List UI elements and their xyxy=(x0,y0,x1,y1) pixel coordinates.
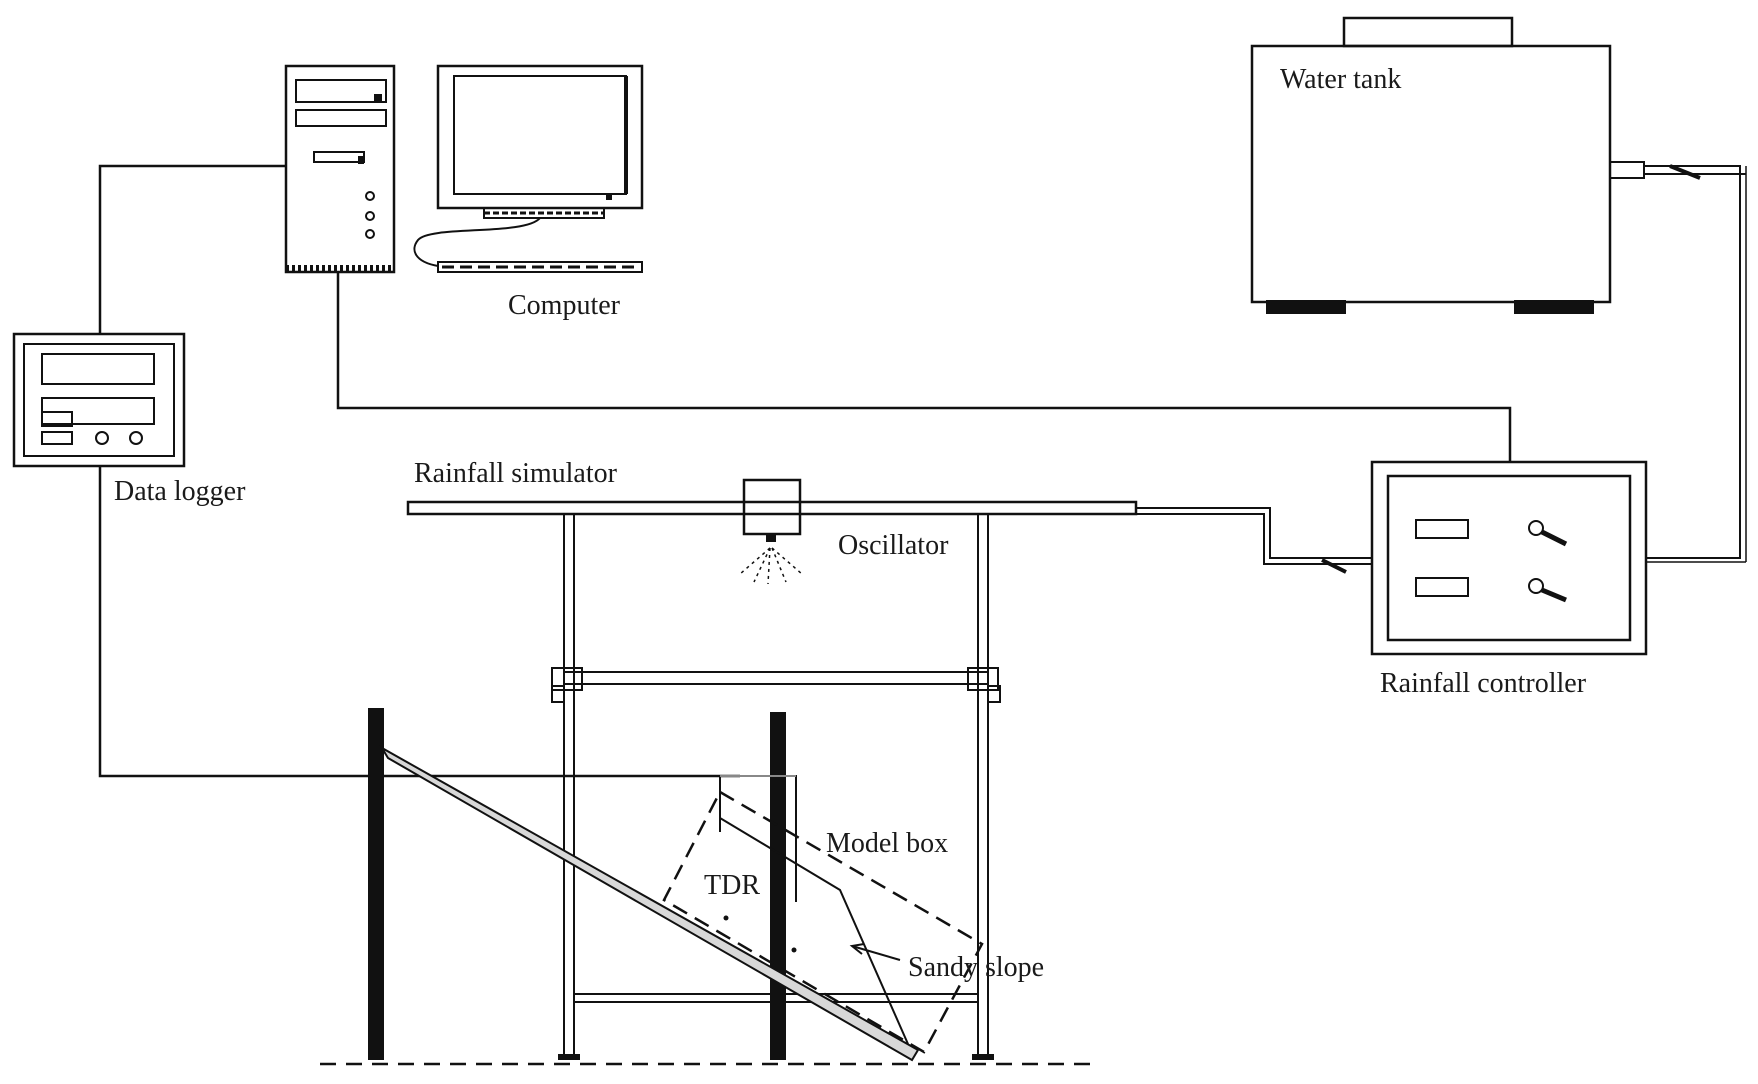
tdr-label: TDR xyxy=(704,870,760,901)
oscillator-label: Oscillator xyxy=(838,530,949,561)
oscillator xyxy=(739,478,803,585)
rainfall-controller-label: Rainfall controller xyxy=(1380,668,1587,699)
sandy-slope xyxy=(719,817,909,1045)
rainfall-simulator-label: Rainfall simulator xyxy=(414,458,618,489)
computer-label: Computer xyxy=(508,290,621,321)
water-tank-label: Water tank xyxy=(1280,64,1401,95)
tdr-probes xyxy=(719,775,797,953)
rainfall-simulator-frame xyxy=(406,500,1138,1060)
sandy-slope-label: Sandy slope xyxy=(908,952,1044,983)
monitor xyxy=(413,64,644,273)
data-logger-label: Data logger xyxy=(114,476,246,507)
logger-tdr-cable xyxy=(98,466,740,778)
model-box-label: Model box xyxy=(826,828,948,859)
model-box xyxy=(662,790,984,1054)
data-logger xyxy=(12,332,186,468)
water-pipe xyxy=(1644,164,1747,563)
logger-computer-cable xyxy=(98,164,286,334)
computer-controller-cable xyxy=(336,272,1512,462)
water-tank xyxy=(1250,16,1645,314)
tilted-plate xyxy=(379,745,920,1062)
rainfall-controller xyxy=(1370,460,1648,656)
computer-tower xyxy=(284,64,396,274)
simulator-pipe xyxy=(1136,507,1372,574)
